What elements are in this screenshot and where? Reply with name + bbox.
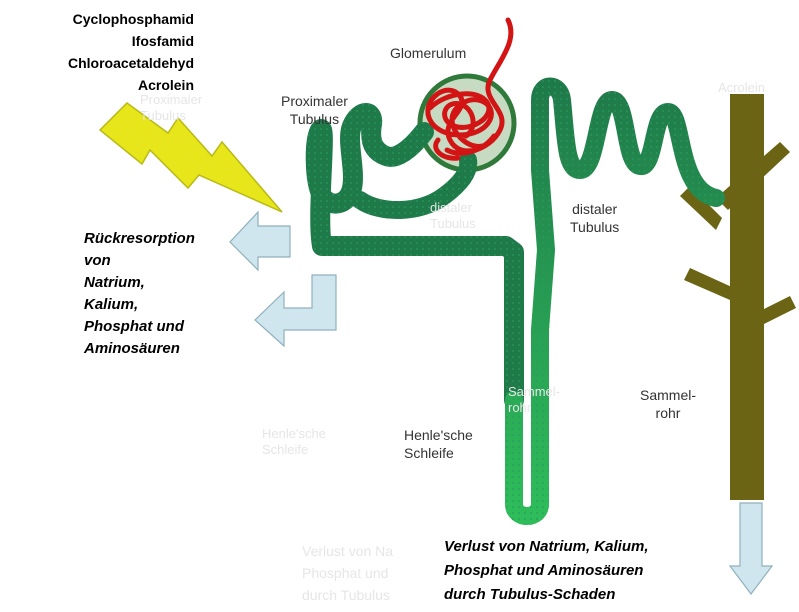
ghost-proximal-label: Proximaler Tubulus <box>140 92 202 124</box>
drug-item: Ifosfamid <box>131 33 194 49</box>
label-line: Sammel- <box>640 387 697 403</box>
collecting-outflow-arrow-icon <box>728 502 774 595</box>
text-line: Natrium, <box>84 274 145 291</box>
text-line: Phosphat und Aminosäuren <box>444 562 644 579</box>
ghost-text: rohr <box>508 400 532 415</box>
ghost-text: Henle'sche <box>262 426 326 441</box>
ghost-text: Schleife <box>262 442 309 457</box>
ghost-text: Tubulus <box>140 108 186 123</box>
distal-tubule-label: distaler Tubulus <box>570 200 619 236</box>
ghost-text: distaler <box>430 200 472 215</box>
label-line: Proximaler <box>281 93 348 109</box>
label-line: Henle'sche <box>404 427 473 443</box>
ghost-text: Phosphat und <box>302 565 389 581</box>
ghost-text: Proximaler <box>140 92 203 107</box>
label-line: Tubulus <box>570 219 620 235</box>
lightning-icon <box>98 102 283 213</box>
label-line: Tubulus <box>289 111 340 127</box>
text-line: durch Tubulus-Schaden <box>444 586 616 603</box>
reabsorption-arrow-icon <box>229 210 291 272</box>
text-line: von <box>84 252 111 269</box>
drug-item: Chloroacetaldehyd <box>67 55 194 71</box>
nephron-tubule <box>305 77 725 525</box>
label-line: distaler <box>572 201 618 217</box>
text-line: Verlust von Natrium, Kalium, <box>444 538 649 555</box>
text-line: Rückresorption <box>84 230 195 247</box>
label-line: rohr <box>655 405 681 421</box>
text-line: Phosphat und <box>84 318 184 335</box>
glomerulus-capillaries <box>425 17 514 161</box>
ghost-text: durch Tubulus <box>302 587 390 603</box>
ghost-text: Sammel- <box>508 384 561 399</box>
ghost-distal-label: distaler Tubulus <box>430 200 476 232</box>
collecting-duct-label: Sammel- rohr <box>640 386 696 422</box>
ghost-text: Verlust von Na <box>302 543 394 559</box>
text-line: Kalium, <box>84 296 139 313</box>
ghost-text: Tubulus <box>430 216 476 231</box>
text-line: Aminosäuren <box>84 340 180 357</box>
ghost-acrolein-label: Acrolein <box>718 80 765 95</box>
drug-list: Cyclophosphamid Ifosfamid Chloroacetalde… <box>8 8 194 96</box>
proximal-tubule-label: Proximaler Tubulus <box>281 92 348 128</box>
ghost-henle-label: Henle'sche Schleife <box>262 426 326 458</box>
drug-item: Acrolein <box>137 77 194 93</box>
reabsorption-text: Rückresorption von Natrium, Kalium, Phos… <box>84 228 195 360</box>
loss-text: Verlust von Natrium, Kalium, Phosphat un… <box>444 535 649 607</box>
loss-arrow-icon <box>254 274 337 348</box>
glomerulum-label: Glomerulum <box>390 45 467 61</box>
ghost-sammelrohr-label: Sammel- rohr <box>508 384 560 416</box>
drug-item: Cyclophosphamid <box>72 11 194 27</box>
collecting-duct <box>680 94 796 500</box>
ghost-loss-label: Verlust von Na Phosphat und durch Tubulu… <box>302 540 393 606</box>
henle-loop-label: Henle'sche Schleife <box>404 426 473 462</box>
label-line: Schleife <box>404 445 454 461</box>
